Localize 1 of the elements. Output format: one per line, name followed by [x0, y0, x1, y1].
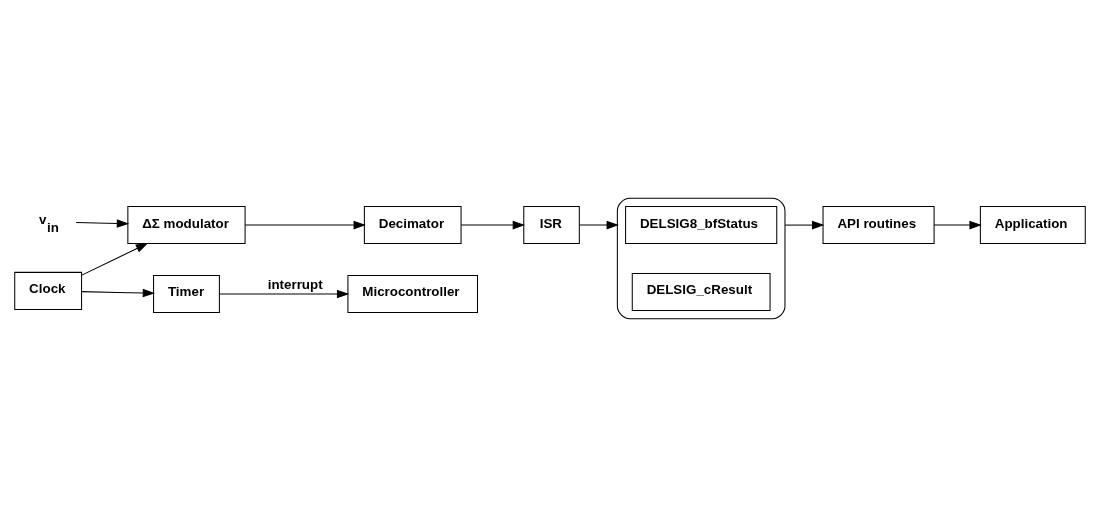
edge-label: interrupt: [267, 276, 323, 292]
